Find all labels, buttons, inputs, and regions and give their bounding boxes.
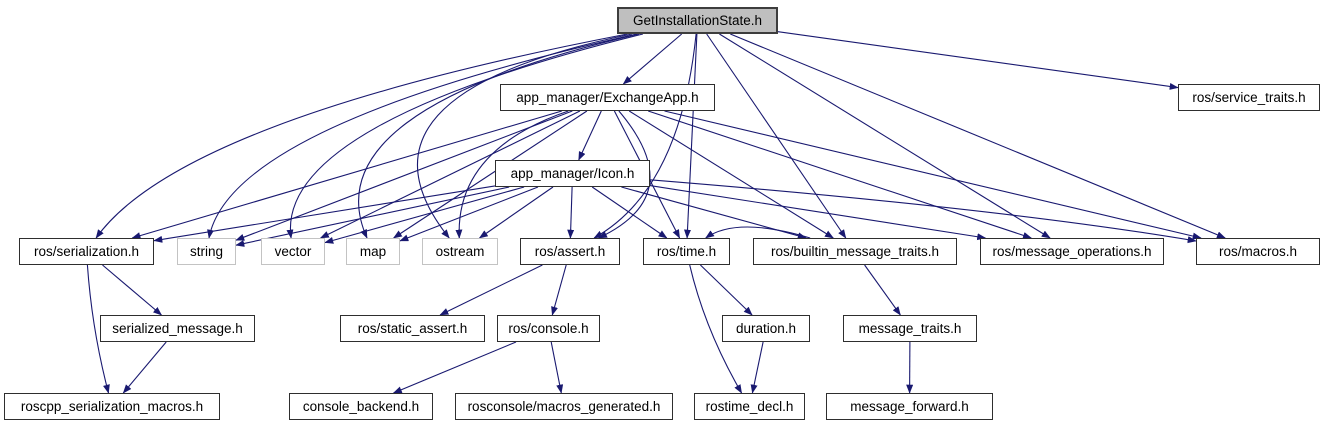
node-icon[interactable]: app_manager/Icon.h <box>495 160 650 187</box>
edge-icon-msg_ops <box>649 185 987 241</box>
node-serialized_message[interactable]: serialized_message.h <box>100 315 255 342</box>
edge-icon-time <box>591 186 668 239</box>
edge-root-service_traits <box>777 31 1179 90</box>
node-builtin_traits[interactable]: ros/builtin_message_traits.h <box>753 238 957 265</box>
node-exchange_app[interactable]: app_manager/ExchangeApp.h <box>500 84 715 111</box>
node-msg_ops[interactable]: ros/message_operations.h <box>980 238 1164 265</box>
edge-root-assert <box>593 33 697 239</box>
edge-icon-assert <box>567 186 575 239</box>
node-rostime_decl[interactable]: rostime_decl.h <box>694 393 805 420</box>
edge-builtin_traits-message_traits <box>864 264 901 316</box>
node-service_traits[interactable]: ros/service_traits.h <box>1178 84 1320 111</box>
node-vector: vector <box>261 238 325 265</box>
edge-builtin_traits-time <box>705 226 811 239</box>
edge-root-map <box>358 33 640 239</box>
edge-root-time <box>684 33 698 239</box>
edge-root-msg_ops <box>719 33 1051 239</box>
edge-serialized_message-roscpp_macros <box>122 341 167 394</box>
node-string: string <box>177 238 236 265</box>
edge-exchange_app-icon <box>578 110 602 161</box>
node-roscpp_macros[interactable]: roscpp_serialization_macros.h <box>4 393 220 420</box>
edge-icon-map <box>399 186 539 242</box>
edge-icon-string <box>235 186 510 247</box>
edge-icon-serialization <box>153 185 496 243</box>
edge-root-builtin_traits <box>706 33 847 239</box>
node-macros_generated[interactable]: rosconsole/macros_generated.h <box>455 393 673 420</box>
node-assert[interactable]: ros/assert.h <box>520 238 620 265</box>
edge-root-vector <box>286 33 644 239</box>
edge-icon-ostream <box>478 186 554 239</box>
edge-root-ostream <box>416 33 632 239</box>
node-macros[interactable]: ros/macros.h <box>1196 238 1320 265</box>
edge-time-duration <box>700 264 753 316</box>
node-duration[interactable]: duration.h <box>722 315 810 342</box>
node-console[interactable]: ros/console.h <box>497 315 600 342</box>
edge-icon-vector <box>324 186 525 244</box>
node-message_forward[interactable]: message_forward.h <box>826 393 993 420</box>
edge-root-serialization <box>95 33 628 239</box>
edge-exchange_app-builtin_traits <box>628 110 834 239</box>
edge-icon-builtin_traits <box>621 186 807 240</box>
edge-assert-static_assert <box>439 264 543 316</box>
node-console_backend[interactable]: console_backend.h <box>289 393 433 420</box>
node-ostream: ostream <box>422 238 498 265</box>
edge-console-macros_generated <box>550 341 564 394</box>
node-static_assert[interactable]: ros/static_assert.h <box>340 315 485 342</box>
edge-exchange_app-macros <box>664 110 1202 240</box>
edge-root-string <box>207 33 638 239</box>
edge-icon-macros <box>649 179 1197 244</box>
node-time[interactable]: ros/time.h <box>643 238 730 265</box>
node-serialization[interactable]: ros/serialization.h <box>19 238 154 265</box>
node-root: GetInstallationState.h <box>617 7 778 34</box>
edge-console-console_backend <box>392 341 517 394</box>
edge-exchange_app-msg_ops <box>648 110 1032 239</box>
node-message_traits[interactable]: message_traits.h <box>843 315 977 342</box>
edge-root-macros <box>730 33 1226 239</box>
edge-root-exchange_app <box>622 33 683 85</box>
edge-duration-rostime_decl <box>750 341 764 394</box>
edge-serialization-serialized_message <box>102 264 163 316</box>
node-map: map <box>346 238 400 265</box>
edge-assert-console <box>551 264 567 316</box>
